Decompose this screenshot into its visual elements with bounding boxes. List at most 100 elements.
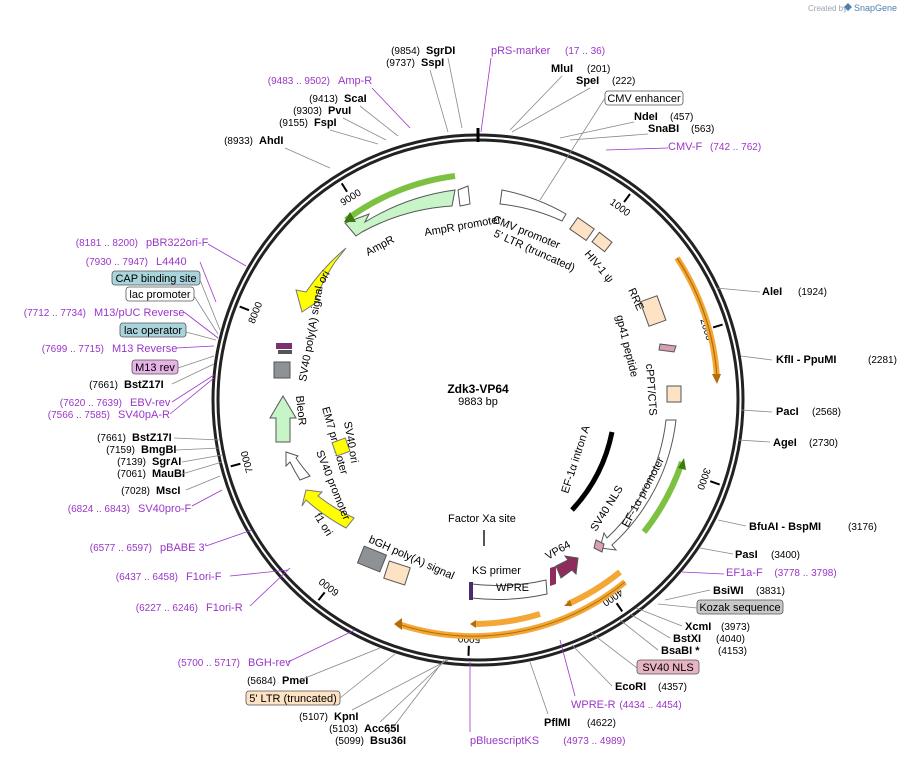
enzyme-14-pos: (3176) [848, 522, 877, 533]
enzyme-15-label[interactable]: PasI [735, 549, 758, 561]
enzyme-20-label[interactable]: EcoRI [615, 681, 646, 693]
feature-orange-arc-bottom[interactable] [394, 569, 627, 640]
enzyme-5-label[interactable]: AhdI [259, 135, 283, 147]
boxed-label-5[interactable] [696, 599, 784, 615]
primer-5-label[interactable]: M13/pUC Reverse [94, 307, 184, 319]
feature-cmv-promoter[interactable] [499, 189, 567, 222]
enzyme-23-label[interactable]: BmgBI [141, 444, 176, 456]
enzyme-1-label[interactable]: SspI [421, 57, 444, 69]
enzyme-8-label[interactable]: NdeI [634, 111, 658, 123]
primer-10-label[interactable]: pBABE 3' [160, 542, 207, 554]
enzyme-21-label[interactable]: PflMI [544, 717, 570, 729]
primer-14-label[interactable]: EF1a-F [726, 567, 763, 579]
enzyme-0-label[interactable]: SgrDI [426, 45, 455, 57]
primer-2-label[interactable]: CMV-F [668, 141, 703, 153]
feature-vp64[interactable] [550, 555, 579, 586]
feature-ltr-peach[interactable] [569, 216, 613, 253]
enzyme-7-label[interactable]: SpeI [576, 75, 599, 87]
feature-ori[interactable] [295, 247, 347, 313]
primer-7-label[interactable]: EBV-rev [130, 397, 171, 409]
boxed-label-4[interactable] [131, 359, 179, 375]
primer-11-label[interactable]: F1ori-F [186, 571, 222, 583]
feature-sv40-nls[interactable] [593, 539, 605, 553]
leader-line [569, 133, 649, 141]
feature-sv40-promoter[interactable] [285, 451, 311, 481]
primer-1-label[interactable]: Amp-R [338, 75, 372, 87]
feature-green-arc-right[interactable] [641, 458, 686, 534]
feature-sv40-ori[interactable] [331, 437, 351, 457]
feature-ks-primer[interactable] [469, 582, 473, 600]
enzyme-22-label[interactable]: BstZ17I [132, 432, 172, 444]
primer-8-label[interactable]: SV40pA-R [118, 409, 170, 421]
boxed-label-6[interactable] [636, 659, 700, 675]
enzyme-11-label[interactable]: KflI - PpuMI [776, 354, 837, 366]
enzyme-6-label[interactable]: MluI [551, 63, 573, 75]
leader-line [284, 147, 331, 169]
feature-ampr-promoter[interactable] [457, 185, 471, 207]
feature-gp41[interactable] [658, 343, 677, 353]
primer-9-label[interactable]: SV40pro-F [138, 503, 191, 515]
enzyme-17-label[interactable]: XcmI [685, 621, 711, 633]
primer-4-label[interactable]: L4440 [156, 256, 187, 268]
primer-6-label[interactable]: M13 Reverse [112, 343, 177, 355]
primer-12-label[interactable]: F1ori-R [206, 602, 243, 614]
primer-0-pos: (17 .. 36) [565, 46, 605, 57]
feature-green-arc-left[interactable] [344, 173, 456, 223]
feature-ef1a-intron[interactable] [570, 431, 615, 512]
feature-rre[interactable] [639, 295, 667, 327]
enzyme-14-label[interactable]: BfuAI - BspMI [749, 521, 821, 533]
leader-line [169, 377, 215, 415]
primer-5-pos: (7712 .. 7734) [24, 308, 86, 319]
leader-line [299, 647, 381, 681]
enzyme-30-label[interactable]: Acc65I [364, 723, 399, 735]
enzyme-4-label[interactable]: FspI [314, 117, 337, 129]
enzyme-19-label[interactable]: BsaBI * [661, 645, 700, 657]
boxed-label-6-text: SV40 NLS [642, 662, 693, 674]
enzyme-10-label[interactable]: AleI [762, 286, 782, 298]
leader-line [351, 659, 449, 711]
boxed-label-2[interactable] [125, 286, 195, 302]
boxed-label-1[interactable] [111, 270, 201, 286]
feature-ampr[interactable] [344, 189, 456, 237]
enzyme-28-label[interactable]: PmeI [282, 675, 308, 687]
feature-bgh-polya[interactable] [356, 545, 411, 586]
primer-15-label[interactable]: WPRE-R [571, 699, 616, 711]
feature-f1-ori[interactable] [301, 489, 355, 529]
enzyme-22.5-label[interactable]: BstZ17I [124, 379, 164, 391]
primer-0-label[interactable]: pRS-marker [491, 45, 551, 57]
enzyme-3-label[interactable]: PvuI [328, 105, 351, 117]
feature-sv40-polya-small[interactable] [273, 343, 292, 379]
primer-16-label[interactable]: pBluescriptKS [470, 735, 539, 747]
enzyme-22.5-pos: (7661) [89, 380, 118, 391]
feature-orange-arc-right[interactable] [674, 256, 721, 384]
tick-mark [712, 323, 723, 329]
enzyme-12-label[interactable]: PacI [776, 406, 799, 418]
enzyme-18-label[interactable]: BstXI [673, 633, 701, 645]
feature-wpre[interactable] [471, 579, 548, 600]
leader-line [171, 374, 215, 403]
enzyme-2-label[interactable]: ScaI [344, 93, 367, 105]
enzyme-13-label[interactable]: AgeI [773, 437, 797, 449]
primer-1-pos: (9483 .. 9502) [268, 76, 330, 87]
enzyme-16-label[interactable]: BsiWI [713, 585, 744, 597]
enzyme-24-label[interactable]: SgrAI [152, 456, 181, 468]
feature-cppt[interactable] [666, 385, 682, 403]
primer-7-pos: (7620 .. 7639) [60, 398, 122, 409]
primer-11-pos: (6437 .. 6458) [116, 572, 178, 583]
boxed-label-3[interactable] [119, 322, 187, 338]
leader-line [740, 409, 773, 413]
tick-mark [317, 591, 326, 601]
boxed-label-2-text: lac promoter [129, 289, 190, 301]
enzyme-26-label[interactable]: MscI [156, 485, 180, 497]
primer-13-label[interactable]: BGH-rev [248, 657, 291, 669]
feature-bleor[interactable] [269, 395, 297, 443]
tick-label: 7000 [239, 449, 256, 474]
enzyme-29-label[interactable]: KpnI [334, 711, 358, 723]
enzyme-31-label[interactable]: Bsu36I [370, 735, 406, 747]
primer-3-label[interactable]: pBR322ori-F [146, 237, 209, 249]
enzyme-28-pos: (5684) [247, 676, 276, 687]
boxed-label-4-text: M13 rev [135, 362, 175, 374]
primer-10-pos: (6577 .. 6597) [90, 543, 152, 554]
enzyme-25-label[interactable]: MauBI [152, 468, 185, 480]
enzyme-9-label[interactable]: SnaBI [648, 123, 679, 135]
